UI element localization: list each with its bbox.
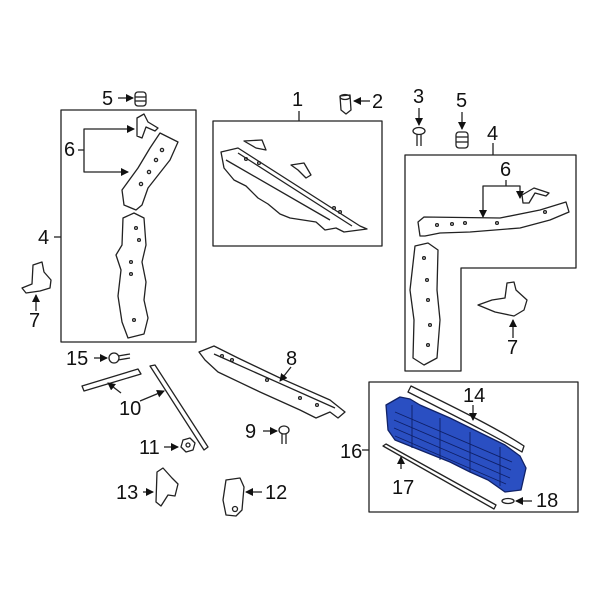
group-box-left bbox=[60, 109, 197, 343]
callout-13[interactable]: 16 bbox=[340, 441, 363, 463]
callout-2[interactable]: 2 bbox=[372, 91, 384, 113]
callout-5-right[interactable]: 5 bbox=[456, 90, 468, 112]
callout-11[interactable]: 11 bbox=[139, 437, 160, 459]
group-box-right bbox=[404, 154, 577, 372]
callout-3[interactable]: 3 bbox=[413, 86, 425, 108]
callout-9[interactable]: 9 bbox=[245, 421, 257, 443]
callout-15[interactable]: 17 bbox=[392, 477, 415, 499]
callout-14[interactable]: 14 bbox=[463, 385, 486, 407]
callout-5-left[interactable]: 5 bbox=[102, 88, 114, 110]
callout-16[interactable]: 18 bbox=[536, 490, 559, 512]
callout-4-left[interactable]: 4 bbox=[38, 227, 50, 249]
callout-7-right[interactable]: 7 bbox=[507, 337, 519, 359]
callout-4-right[interactable]: 4 bbox=[487, 123, 499, 145]
callout-12[interactable]: 15 bbox=[66, 348, 89, 370]
callout-10[interactable]: 10 bbox=[119, 398, 142, 420]
callout-8[interactable]: 8 bbox=[286, 348, 298, 370]
callout-7-left[interactable]: 7 bbox=[29, 310, 41, 332]
group-box-bottom bbox=[368, 381, 579, 513]
callout-6-left[interactable]: 6 bbox=[64, 139, 76, 161]
group-box-center bbox=[212, 120, 383, 247]
callout-6-right[interactable]: 6 bbox=[500, 159, 512, 181]
callout-17[interactable]: 12 bbox=[265, 482, 288, 504]
cushion-left bbox=[134, 91, 147, 107]
cushion-right bbox=[455, 131, 469, 149]
callout-18[interactable]: 13 bbox=[116, 482, 139, 504]
bolt-3 bbox=[412, 126, 426, 146]
callout-1[interactable]: 1 bbox=[292, 89, 304, 111]
